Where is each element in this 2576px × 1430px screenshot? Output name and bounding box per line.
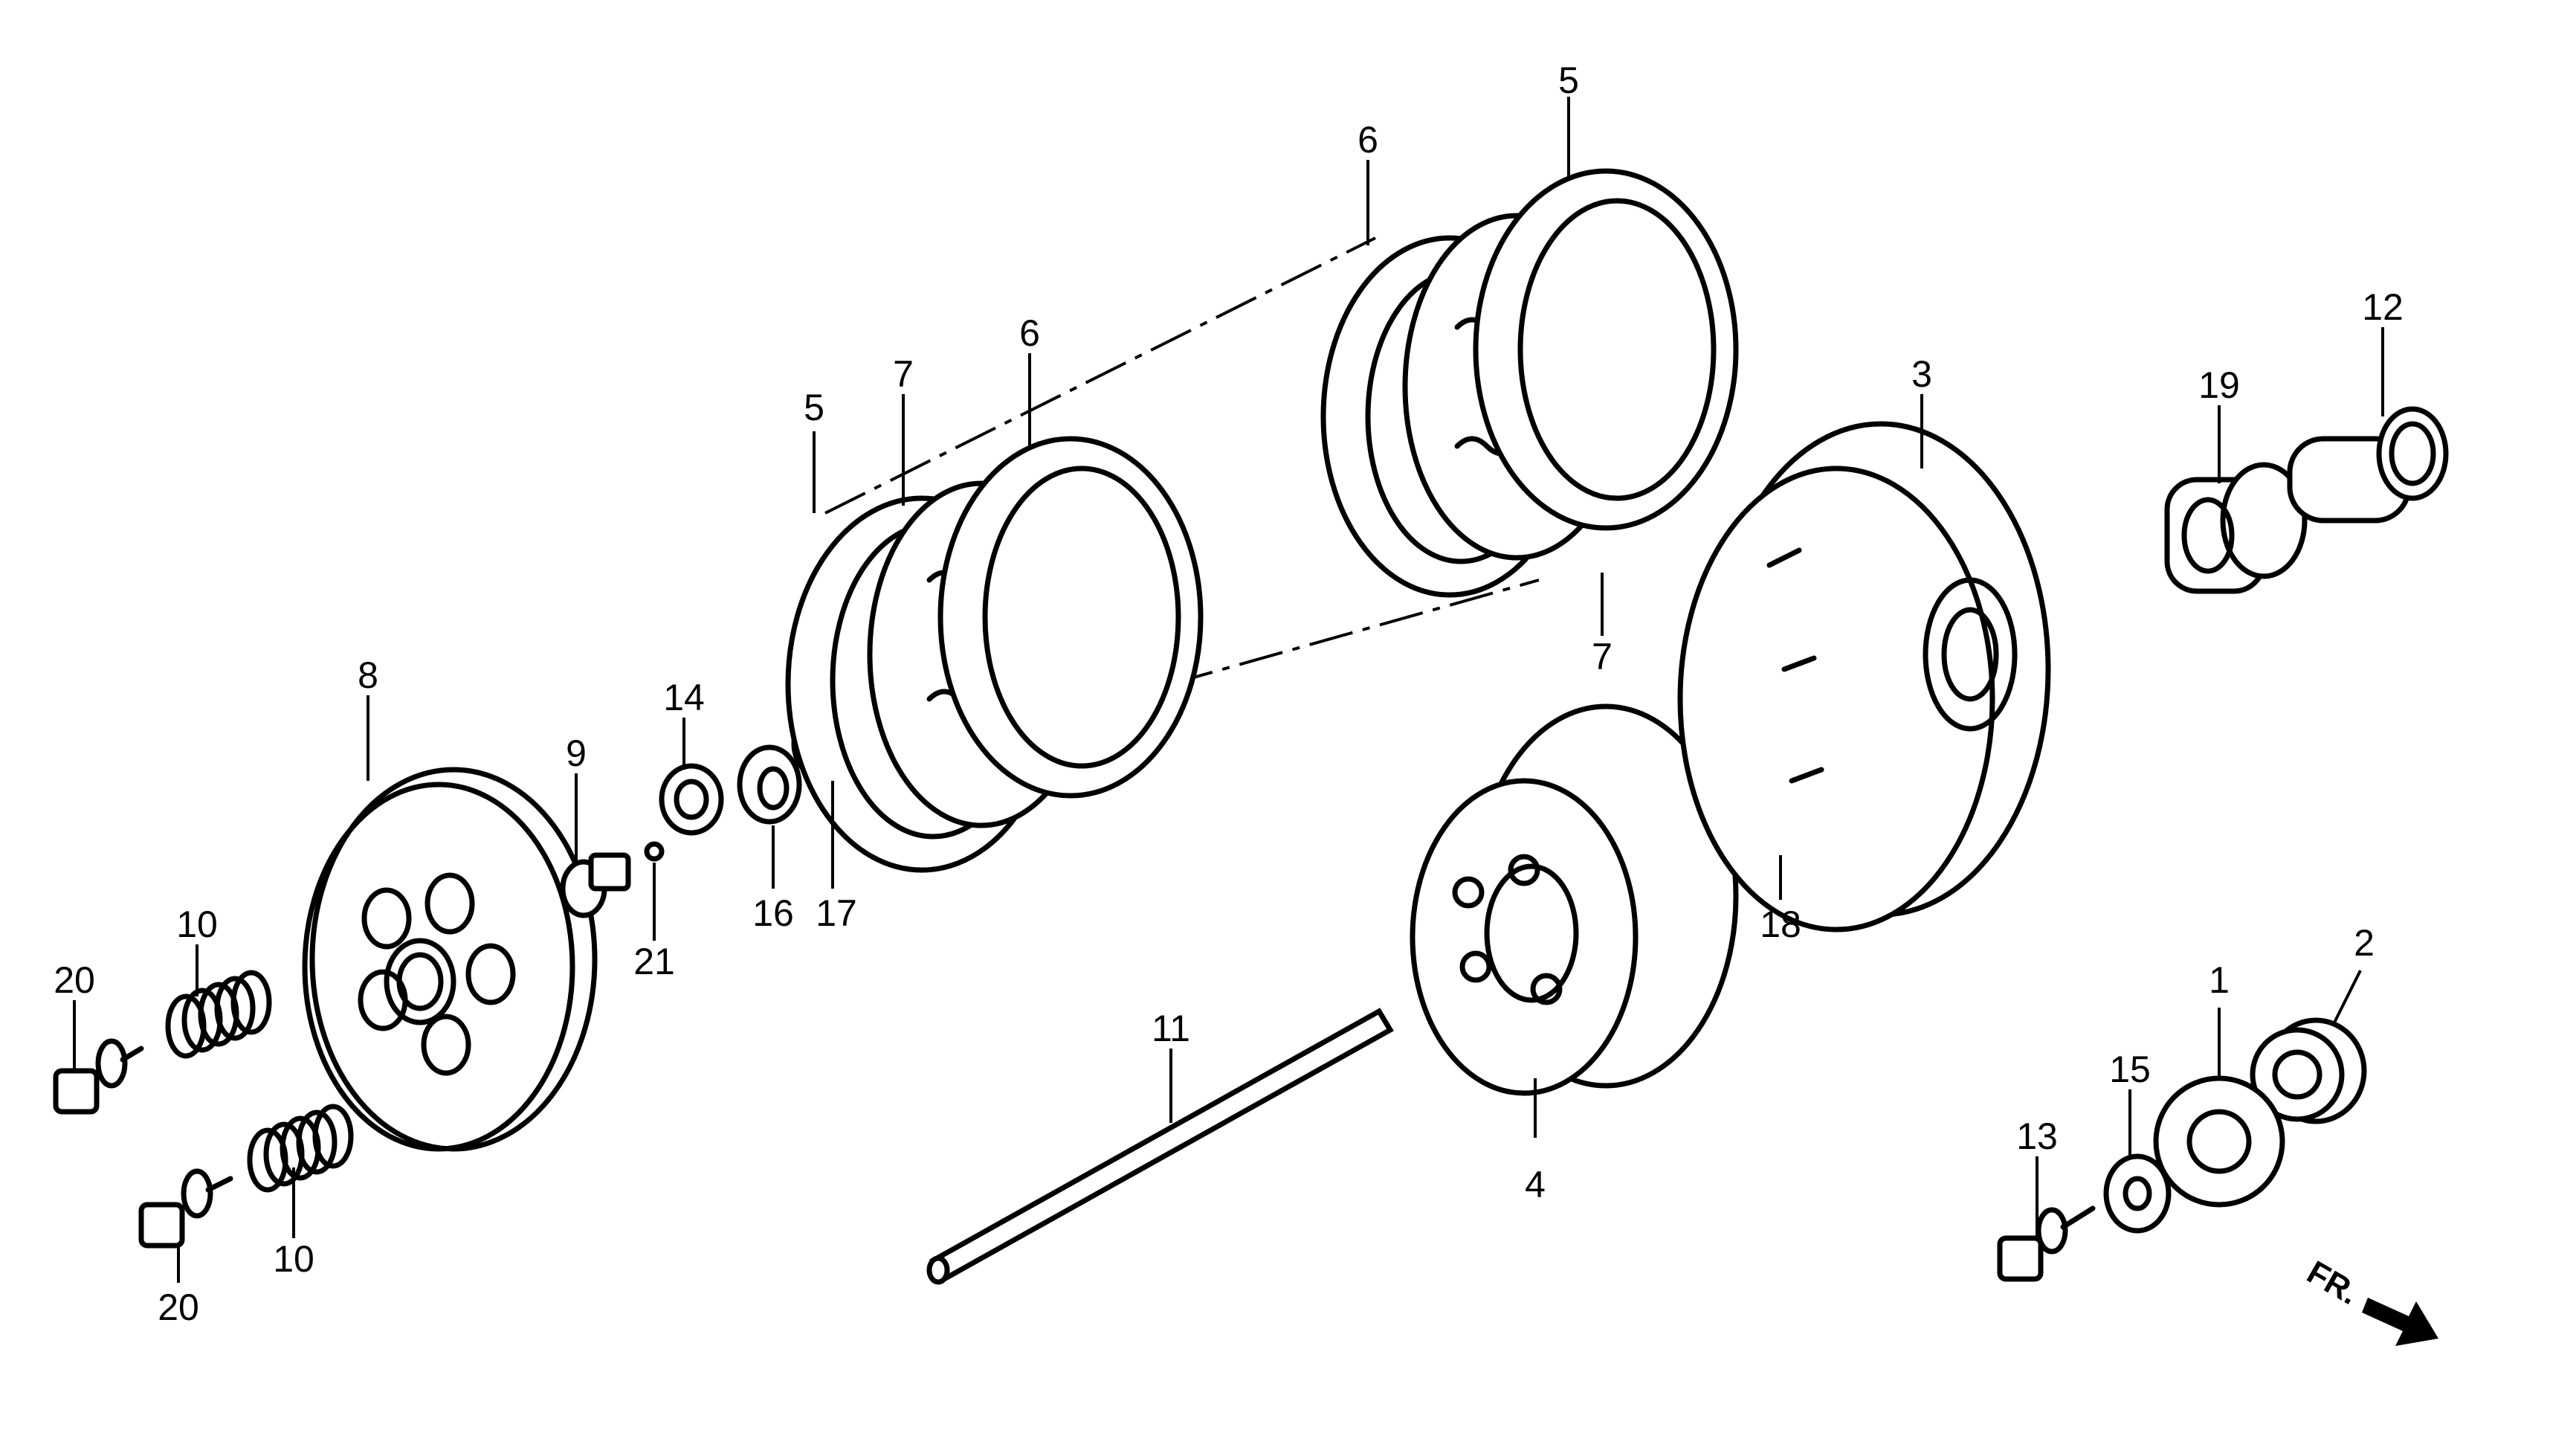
clutch-spring-lower [247, 1104, 354, 1193]
label-part-8: 8 [358, 654, 378, 696]
label-part-21: 21 [633, 941, 675, 982]
leader-lines [73, 97, 2384, 1283]
label-part-20-upper: 20 [54, 959, 95, 1001]
gear-washer [2103, 1153, 2172, 1234]
label-part-12: 12 [2362, 286, 2404, 328]
lifter-piece [560, 852, 631, 918]
lifter-rod [926, 1008, 1394, 1285]
clutch-outer [1677, 421, 2051, 933]
label-part-16: 16 [752, 892, 794, 934]
label-part-10-lower: 10 [273, 1238, 314, 1280]
label-part-10-upper: 10 [176, 904, 218, 945]
label-part-6-front: 6 [1019, 312, 1040, 354]
lock-nut [659, 763, 724, 836]
label-part-5-rear: 5 [1558, 59, 1579, 101]
clutch-center [1410, 703, 1739, 1096]
steel-ball [644, 841, 665, 862]
label-part-19: 19 [2198, 364, 2240, 406]
needle-bearing [2164, 462, 2308, 594]
label-part-20-lower: 20 [158, 1286, 199, 1328]
label-part-11: 11 [1152, 1008, 1190, 1049]
label-part-15: 15 [2109, 1049, 2151, 1090]
clutch-bolt-lower [138, 1168, 233, 1249]
label-part-1: 1 [2209, 959, 2230, 1001]
label-part-7-front: 7 [893, 353, 914, 395]
label-part-6-rear: 6 [1358, 119, 1378, 161]
clutch-bolt-upper [53, 1038, 144, 1115]
label-part-4: 4 [1525, 1164, 1546, 1205]
outer-collar [2287, 406, 2449, 524]
label-part-2: 2 [2354, 922, 2375, 964]
friction-disc-rear [1473, 168, 1739, 531]
oil-seal [2250, 1017, 2367, 1124]
label-part-9: 9 [566, 732, 587, 774]
label-part-3: 3 [1911, 353, 1932, 395]
label-part-17: 17 [816, 892, 857, 934]
friction-disc-second [937, 436, 1204, 799]
clutch-spring-upper [165, 970, 272, 1059]
primary-drive-gear [2153, 1075, 2285, 1208]
lock-washer [737, 744, 802, 825]
label-part-5-front: 5 [804, 387, 824, 428]
pressure-plate [302, 767, 598, 1152]
label-part-18: 18 [1760, 904, 1801, 945]
front-direction-arrow: FR. [2301, 1254, 2438, 1346]
front-direction-label: FR. [2301, 1254, 2365, 1312]
label-part-14: 14 [663, 677, 705, 718]
label-part-7-rear: 7 [1592, 636, 1613, 677]
gear-bolt [1997, 1205, 2096, 1282]
label-part-13: 13 [2016, 1115, 2058, 1157]
